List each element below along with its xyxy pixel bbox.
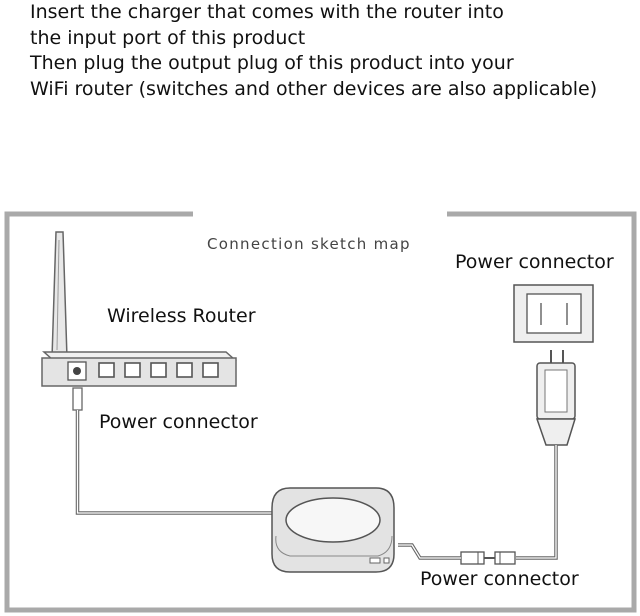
diagram-frame: [4, 211, 637, 613]
diagram-title: Connection sketch map: [207, 235, 411, 253]
router-antenna: [51, 231, 68, 359]
wall-power-connector-label: Power connector: [455, 251, 614, 273]
instruction-line-3: Then plug the output plug of this produc…: [30, 52, 514, 74]
instruction-line-4: WiFi router (switches and other devices …: [30, 77, 598, 100]
power-device: [271, 487, 395, 573]
router-power-cable: [72, 387, 275, 515]
instructions: Insert the charger that comes with the r…: [30, 0, 597, 102]
inline-connectors: [398, 543, 516, 565]
wireless-router-label: Wireless Router: [107, 305, 256, 327]
wall-plug-adapter: [516, 350, 577, 560]
instruction-line-2: the input port of this product: [30, 26, 306, 49]
wall-outlet: [513, 284, 594, 343]
bottom-power-connector-label: Power connector: [420, 568, 579, 590]
wireless-router: [41, 351, 237, 387]
router-power-connector-label: Power connector: [99, 411, 258, 433]
instruction-line-1: Insert the charger that comes with the r…: [30, 1, 504, 23]
